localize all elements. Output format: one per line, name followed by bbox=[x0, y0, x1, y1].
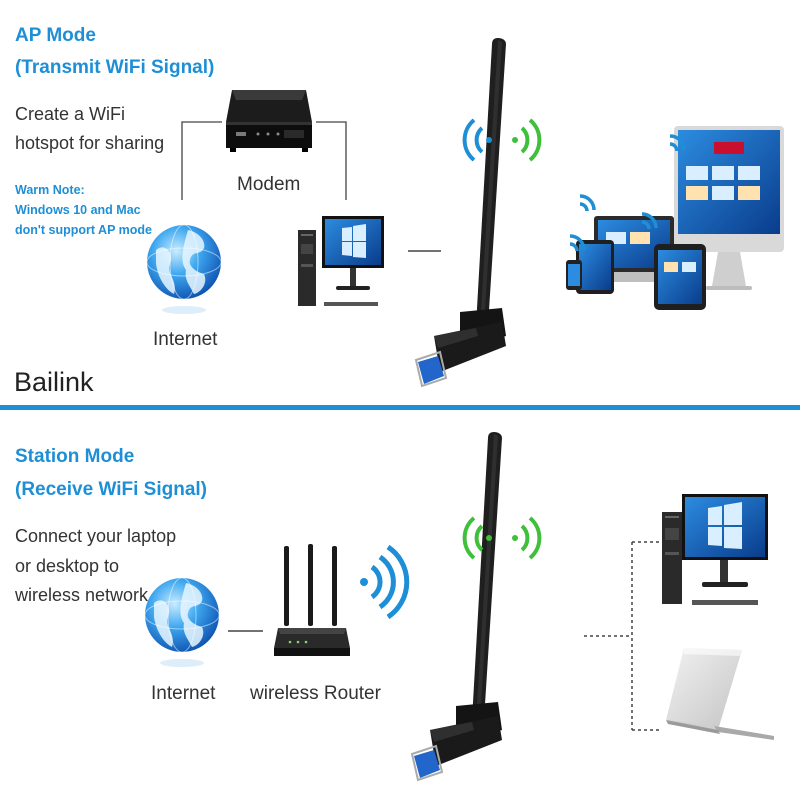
internet-label-station: Internet bbox=[151, 683, 216, 704]
usb-wifi-adapter-icon bbox=[410, 432, 502, 782]
warm-note-line-1: Windows 10 and Mac bbox=[15, 203, 141, 217]
wifi-signal-icon bbox=[462, 516, 542, 560]
router-label: wireless Router bbox=[250, 683, 381, 704]
internet-label-ap: Internet bbox=[153, 329, 218, 350]
ap-mode-title: AP Mode bbox=[15, 25, 96, 46]
station-mode-title: Station Mode bbox=[15, 446, 135, 467]
station-connector-lines bbox=[228, 541, 662, 731]
desktop-pc-icon bbox=[662, 494, 768, 605]
usb-wifi-adapter-icon bbox=[414, 38, 506, 388]
desktop-pc-icon bbox=[298, 216, 384, 306]
station-mode-desc-2: or desktop to bbox=[15, 556, 120, 576]
wifi-signal-icon bbox=[462, 118, 542, 162]
brand-label: Bailink bbox=[14, 367, 94, 397]
modem-icon bbox=[226, 90, 312, 152]
ap-connector-lines bbox=[181, 121, 441, 252]
router-icon bbox=[274, 544, 350, 656]
globe-icon bbox=[144, 577, 220, 667]
warm-note-heading: Warm Note: bbox=[15, 183, 85, 197]
station-mode-desc-3: wireless network bbox=[15, 585, 149, 605]
station-mode-desc-1: Connect your laptop bbox=[15, 526, 177, 546]
section-divider bbox=[0, 405, 800, 410]
globe-icon bbox=[146, 224, 222, 314]
ap-mode-desc-2: hotspot for sharing bbox=[15, 133, 165, 153]
laptop-icon bbox=[666, 648, 774, 740]
station-mode-subtitle: (Receive WiFi Signal) bbox=[15, 479, 207, 500]
modem-label: Modem bbox=[237, 174, 301, 195]
devices-group-icon bbox=[566, 126, 784, 310]
warm-note-line-2: don't support AP mode bbox=[15, 223, 152, 237]
wifi-signal-icon bbox=[360, 544, 410, 620]
ap-mode-desc-1: Create a WiFi bbox=[15, 104, 126, 124]
ap-mode-subtitle: (Transmit WiFi Signal) bbox=[15, 57, 215, 78]
